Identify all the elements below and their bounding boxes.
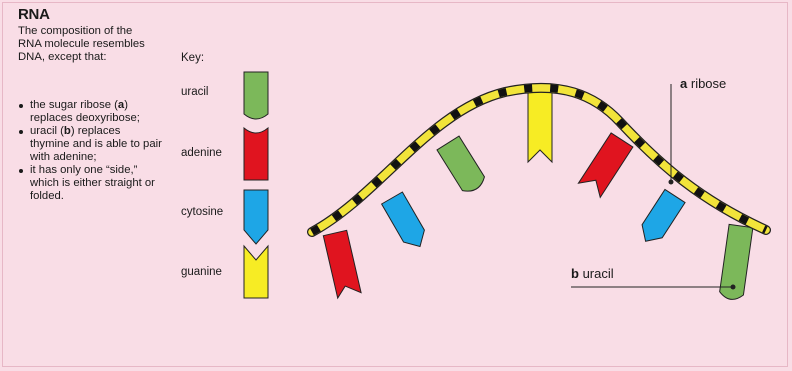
cytosine-base [636,189,686,247]
guanine-base [528,88,552,162]
key-cytosine-shape [244,190,268,244]
annotation-lines [571,84,736,290]
bases [323,88,753,301]
uracil-base [719,224,753,301]
uracil-label: uracil [583,266,614,281]
ribose-label: ribose [691,76,726,91]
cytosine-base [382,192,431,252]
adenine-base [323,230,361,298]
uracil-letter: b [571,266,579,281]
ribose-letter: a [680,76,687,91]
uracil-base [437,136,488,196]
uracil-leader-dot [731,285,736,290]
key-uracil-shape [244,72,268,119]
key-shapes [244,72,268,298]
uracil-annotation: b uracil [571,266,614,281]
ribose-annotation: a ribose [680,76,726,91]
ribose-leader-dot [669,180,674,185]
key-adenine-shape [244,128,268,180]
adenine-base [578,133,632,197]
key-guanine-shape [244,246,268,298]
